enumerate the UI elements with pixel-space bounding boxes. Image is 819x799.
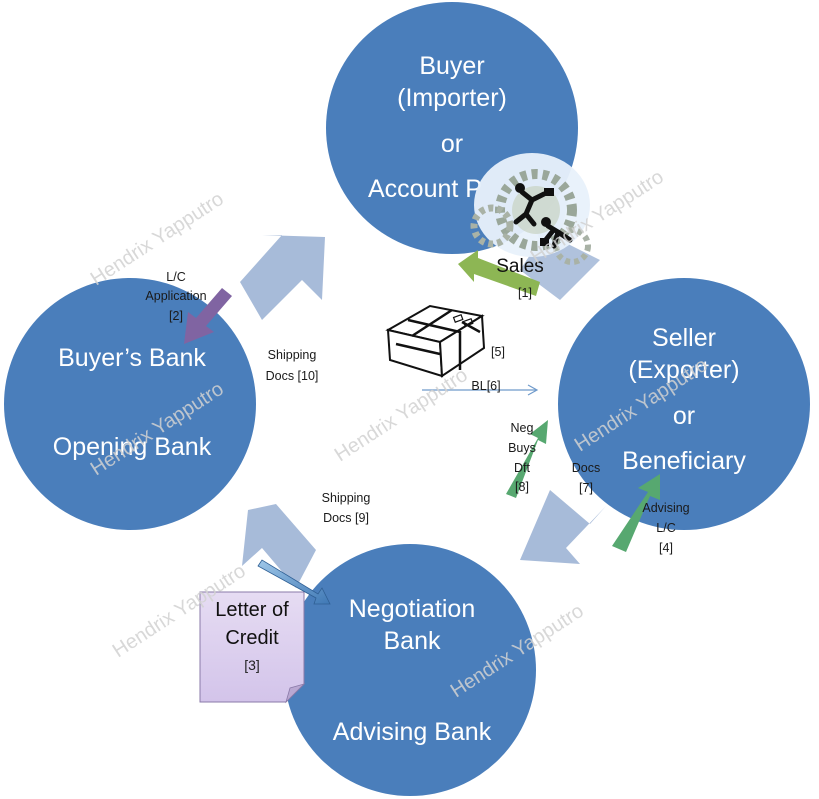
buyer-label-line1: Buyer: [419, 52, 484, 80]
flow-arrow-to-buyers-bank: [242, 504, 316, 588]
negotiation-bank-label-line1: Negotiation: [349, 595, 475, 623]
sales-label: Sales: [496, 256, 544, 277]
flow-arrow-to-negotiation: [520, 490, 606, 564]
shipment-num: [5]: [491, 345, 505, 359]
letter-of-credit-line2: Credit: [225, 627, 279, 649]
docs-line1: Docs: [572, 461, 600, 475]
buyers-bank-label-line1: Buyer’s Bank: [58, 344, 206, 372]
letter-of-credit-pin-arrow: [257, 559, 331, 605]
buyers-bank-circle: [4, 278, 256, 530]
letter-of-credit-line1: Letter of: [215, 599, 289, 621]
bl-label: BL[6]: [471, 379, 500, 393]
neg-buys-line1: Neg: [511, 421, 534, 435]
bl-arrow: [422, 384, 539, 396]
shipping-docs-10-line1: Shipping: [268, 348, 317, 362]
buyer-label-line3: or: [441, 130, 463, 158]
buyer-label-line2: (Importer): [397, 84, 507, 112]
businessmen-gears-icon: [470, 153, 591, 265]
sales-arrow: [458, 250, 540, 296]
neg-buys-num: [8]: [515, 480, 529, 494]
shipping-docs-9-line2: Docs [9]: [323, 511, 369, 525]
neg-buys-arrow: [506, 420, 548, 498]
seller-label-line2: (Exporter): [628, 356, 739, 384]
letter-of-credit-num: [3]: [244, 657, 260, 673]
package-icon: [385, 304, 486, 378]
lc-application-line2: Application: [145, 289, 206, 303]
seller-label-line1: Seller: [652, 324, 716, 352]
advising-lc-arrow: [612, 474, 660, 552]
seller-label-line4: Beneficiary: [622, 447, 746, 475]
negotiation-bank-label-line2: Bank: [384, 627, 441, 655]
watermark-1: Hendrix Yapputro: [87, 188, 228, 290]
neg-buys-line2: Buys: [508, 441, 536, 455]
negotiation-bank-label-line3: Advising Bank: [333, 718, 492, 746]
seller-circle: [558, 278, 810, 530]
shipping-docs-10-line2: Docs [10]: [266, 369, 319, 383]
letter-of-credit-note: [199, 591, 306, 704]
lc-application-arrow: [184, 288, 232, 344]
advising-line2: L/C: [656, 521, 675, 535]
advising-num: [4]: [659, 541, 673, 555]
watermark-3: Hendrix Yapputro: [331, 364, 472, 466]
lc-application-line1: L/C: [166, 270, 185, 284]
buyers-bank-label-line2: Opening Bank: [53, 433, 212, 461]
shipping-docs-9-line1: Shipping: [322, 491, 371, 505]
docs-num: [7]: [579, 481, 593, 495]
neg-buys-line3: Dft: [514, 461, 531, 475]
advising-line1: Advising: [642, 501, 689, 515]
flow-arrow-to-buyer: [240, 235, 325, 320]
buyer-label-line4: Account P: [368, 175, 482, 203]
lc-application-num: [2]: [169, 309, 183, 323]
negotiation-bank-circle: [284, 544, 536, 796]
sales-num: [1]: [518, 286, 532, 300]
seller-label-line3: or: [673, 402, 695, 430]
